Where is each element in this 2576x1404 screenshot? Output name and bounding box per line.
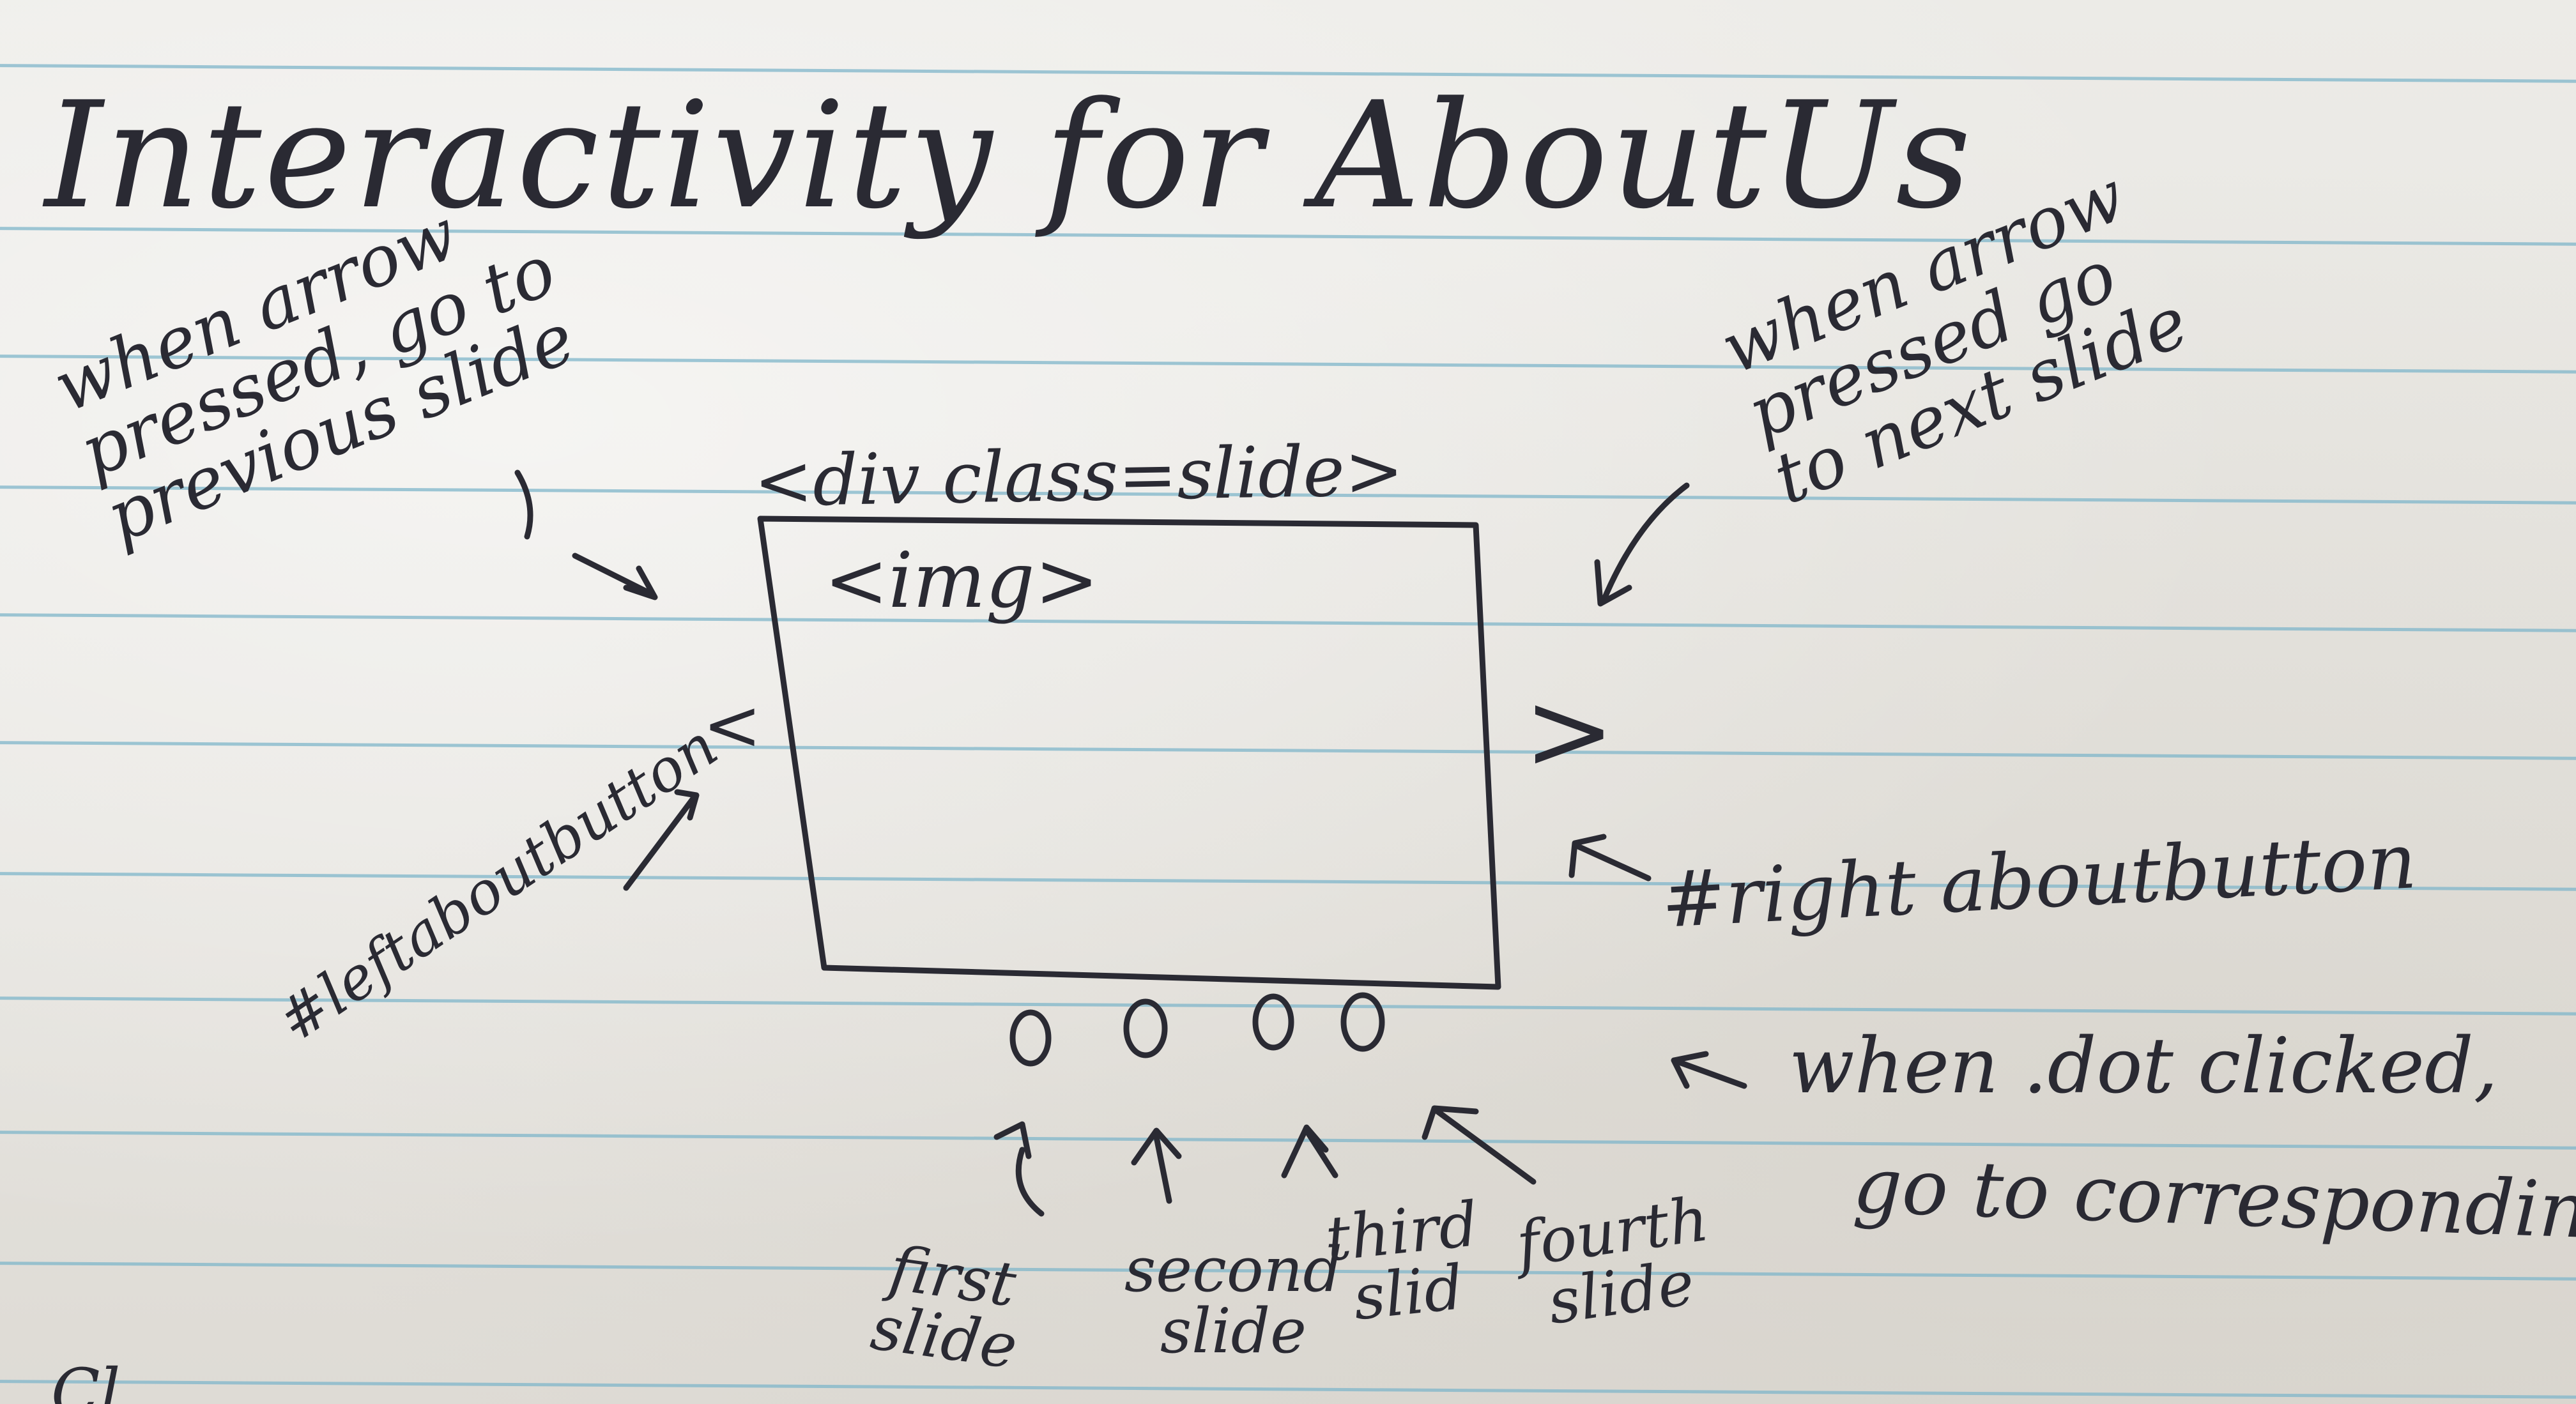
third-slide-label-line-2: slid <box>1349 1251 1467 1334</box>
second-slide-label-line-1: second <box>1124 1234 1342 1306</box>
cut-off-text: Cl <box>51 1355 121 1404</box>
pointer-left-button <box>623 789 700 891</box>
pointer-right-button <box>1568 834 1652 881</box>
page-title: Interactivity for AboutUs <box>45 71 1974 241</box>
left-arrow-glyph: < <box>703 684 762 766</box>
first-slide-label: first slide <box>866 1232 1029 1383</box>
arrow-to-dot-4 <box>1422 1105 1537 1185</box>
slide-box <box>757 515 1501 990</box>
arrow-to-dot-3 <box>1281 1124 1338 1179</box>
second-slide-label: second slide <box>1124 1239 1342 1362</box>
div-class-label: <div class=slide> <box>753 429 1404 523</box>
pointer-dot-note <box>1671 1051 1747 1089</box>
slide-dot-1 <box>1009 1009 1052 1067</box>
third-slide-label: third slid <box>1322 1188 1487 1334</box>
img-tag-label: <img> <box>824 537 1100 625</box>
tick-prev-note <box>514 469 533 540</box>
arrow-prev-note <box>572 553 658 600</box>
slide-dot-2 <box>1123 998 1168 1058</box>
arrow-to-dot-2 <box>1131 1127 1182 1204</box>
slide-dot-3 <box>1252 993 1294 1051</box>
slide-dot-4 <box>1340 992 1385 1052</box>
arrow-to-dot-1 <box>993 1121 1045 1217</box>
first-slide-label-line-2: slide <box>866 1292 1022 1383</box>
dot-note-line-1: when .dot clicked, <box>1789 1022 2498 1111</box>
fourth-slide-label: fourth slide <box>1512 1183 1721 1338</box>
right-arrow-glyph: > <box>1524 668 1615 795</box>
arrow-next-note <box>1594 482 1690 607</box>
second-slide-label-line-2: slide <box>1160 1295 1307 1367</box>
